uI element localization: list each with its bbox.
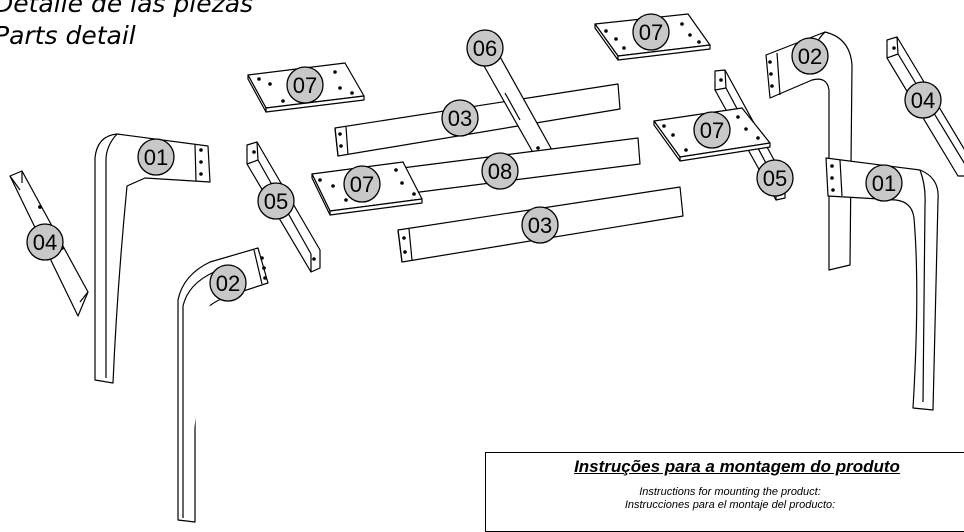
- svg-text:07: 07: [293, 73, 317, 98]
- svg-text:05: 05: [763, 166, 787, 191]
- title-spanish: Detalle de las piezas: [0, 0, 254, 18]
- svg-text:04: 04: [911, 88, 935, 113]
- svg-text:02: 02: [798, 44, 822, 69]
- badge-05-left: 05: [257, 182, 295, 220]
- badge-08: 08: [481, 152, 519, 190]
- svg-text:07: 07: [350, 172, 374, 197]
- instructions-subtitle-es: Instrucciones para el montaje del produc…: [624, 499, 836, 511]
- svg-text:08: 08: [488, 159, 512, 184]
- badge-05-right: 05: [756, 159, 794, 197]
- svg-text:03: 03: [528, 213, 552, 238]
- page-title: Detalle de las piezas Parts detail: [0, 0, 253, 52]
- part-01-right: [825, 157, 939, 411]
- instructions-subtitle-en: Instructions for mounting the product:: [639, 486, 821, 498]
- badge-02-left: 02: [209, 264, 247, 302]
- badge-07-top-left: 07: [286, 66, 324, 104]
- badge-04-left: 04: [26, 223, 64, 261]
- part-08-rail: [401, 137, 641, 195]
- svg-text:07: 07: [639, 20, 663, 45]
- badge-01-right: 01: [865, 164, 903, 202]
- badge-03-back: 03: [441, 99, 479, 137]
- part-badges: 01 04 02 05 07 06: [26, 13, 942, 302]
- svg-text:02: 02: [216, 271, 240, 296]
- badge-04-right: 04: [904, 81, 942, 119]
- title-english: Parts detail: [0, 21, 136, 50]
- svg-text:07: 07: [700, 118, 724, 143]
- svg-text:04: 04: [33, 230, 57, 255]
- svg-text:01: 01: [872, 171, 896, 196]
- badge-07-right: 07: [693, 111, 731, 149]
- svg-text:06: 06: [473, 36, 497, 61]
- badge-02-right: 02: [791, 37, 829, 75]
- svg-text:03: 03: [448, 106, 472, 131]
- instructions-box: Instruções para a montagem do produto In…: [485, 452, 964, 532]
- badge-03-front: 03: [521, 206, 559, 244]
- part-01-left: [94, 133, 211, 384]
- svg-text:01: 01: [144, 145, 168, 170]
- svg-text:05: 05: [264, 189, 288, 214]
- instructions-title: Instruções para a montagem do produto: [574, 457, 900, 476]
- badge-06: 06: [466, 29, 504, 67]
- badge-07-top-right: 07: [632, 13, 670, 51]
- badge-07-center: 07: [343, 165, 381, 203]
- part-02-left: [177, 247, 269, 523]
- badge-01-left: 01: [137, 138, 175, 176]
